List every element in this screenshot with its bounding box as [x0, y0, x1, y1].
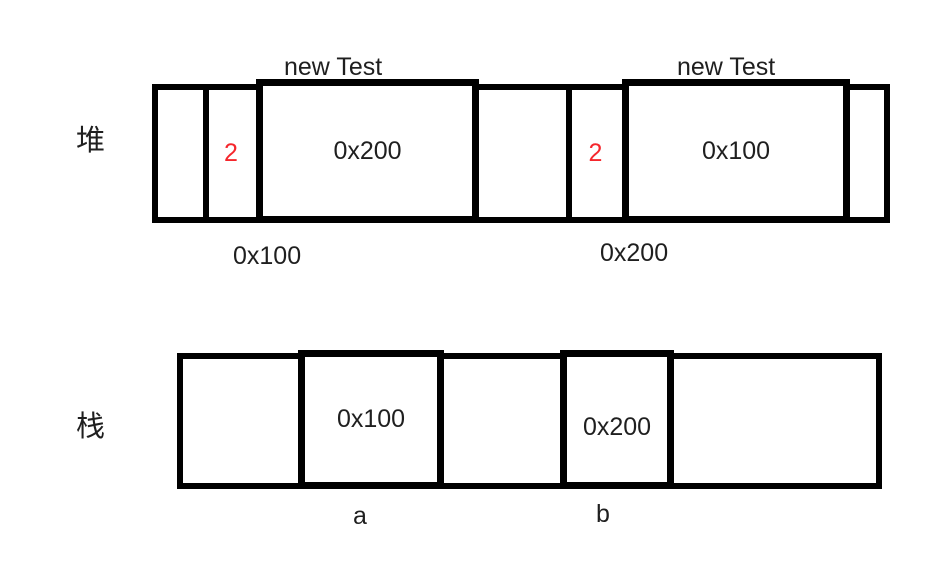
heap-object-2-field-value: 0x100: [701, 136, 771, 165]
stack-var-a-label: a: [353, 502, 367, 530]
stack-slot-a-box: 0x100: [298, 350, 444, 489]
heap-object-1-title: new Test: [284, 53, 383, 81]
stack-slot-a-value: 0x100: [336, 405, 406, 433]
heap-object-2-title: new Test: [677, 53, 776, 81]
ref-count-value: 2: [588, 139, 603, 167]
stack-row-rect: [177, 353, 882, 489]
heap-object-1-address-label: 0x100: [233, 242, 302, 270]
stack-slot-b-value: 0x200: [582, 413, 652, 441]
heap-divider-1: [203, 84, 209, 223]
ref-count-value: 2: [224, 139, 238, 167]
heap-divider-2: [566, 84, 572, 223]
heap-object-1-refcount: 2: [206, 84, 256, 223]
stack-var-b-label: b: [596, 500, 610, 528]
heap-row-rect: [152, 84, 890, 223]
heap-object-2-refcount: 2: [569, 84, 622, 223]
heap-object-1-box: 0x200: [256, 79, 479, 223]
heap-object-2-box: 0x100: [622, 79, 850, 223]
heap-object-2-address-label: 0x200: [600, 239, 669, 267]
stack-section-label: 栈: [76, 411, 106, 443]
heap-object-1-field-value: 0x200: [333, 136, 402, 165]
heap-section-label: 堆: [76, 125, 106, 157]
stack-slot-b-box: 0x200: [560, 350, 674, 489]
